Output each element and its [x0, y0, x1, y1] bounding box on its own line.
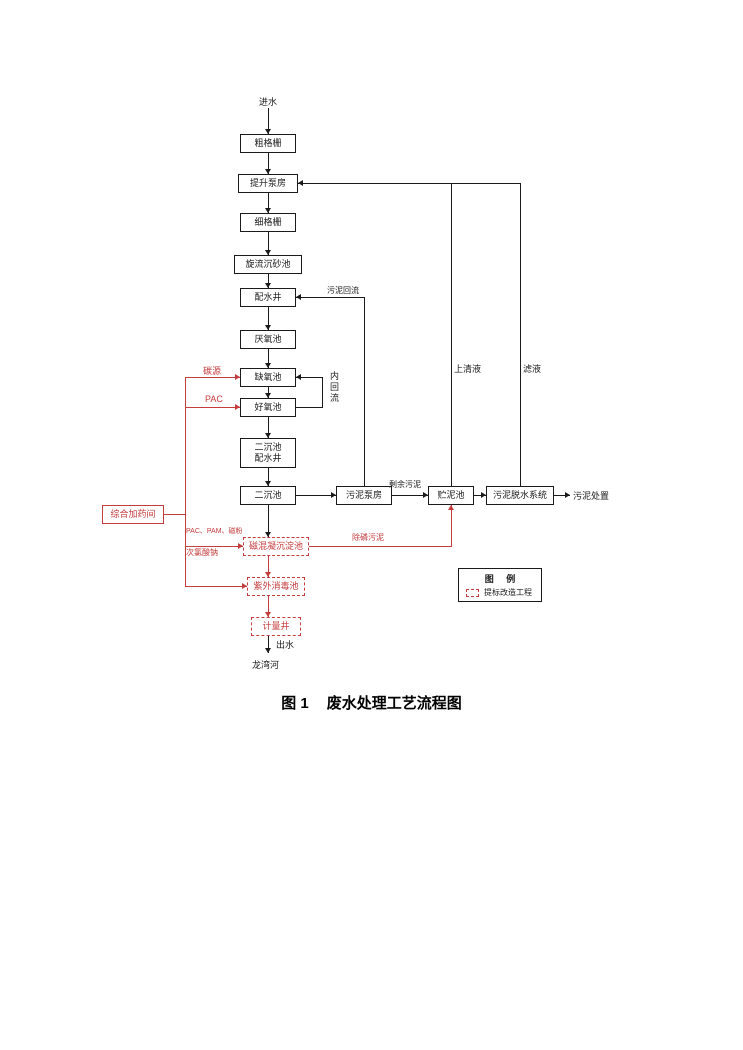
- legend-upgrade-label: 提标改造工程: [484, 588, 532, 597]
- connector-line: [268, 505, 269, 537]
- sludge-return-label: 污泥回流: [327, 286, 359, 295]
- connector-line: [164, 514, 185, 515]
- connector-line: [268, 232, 269, 255]
- node-sludge-storage-tank: 贮泥池: [428, 486, 474, 505]
- connector-line: [268, 349, 269, 368]
- arrowhead-icon: [242, 582, 247, 589]
- arrowhead-icon: [238, 542, 243, 549]
- arrowhead-icon: [235, 373, 240, 380]
- connector-line: [185, 586, 247, 587]
- connector-line: [185, 546, 243, 547]
- connector-line: [268, 193, 269, 213]
- arrowhead-icon: [264, 648, 271, 653]
- node-sludge-pump-station: 污泥泵房: [336, 486, 392, 505]
- arrowhead-icon: [235, 403, 240, 410]
- connector-line: [268, 556, 269, 577]
- connector-line: [268, 153, 269, 174]
- connector-line: [268, 636, 269, 653]
- connector-line: [451, 183, 452, 486]
- node-secondary-clarifier-dist-well: 二沉池 配水井: [240, 438, 296, 468]
- connector-line: [268, 387, 269, 398]
- connector-line: [296, 377, 322, 378]
- connector-line: [268, 108, 269, 134]
- node-anaerobic-tank: 厌氧池: [240, 330, 296, 349]
- node-lift-pump-station: 提升泵房: [238, 174, 298, 193]
- connector-line: [185, 377, 186, 587]
- arrowhead-icon: [296, 293, 301, 300]
- figure-caption-title: 废水处理工艺流程图: [326, 695, 462, 712]
- node-magnetic-coagulation-tank: 磁混凝沉淀池: [243, 537, 309, 556]
- arrowhead-icon: [331, 491, 336, 498]
- connector-line: [554, 495, 570, 496]
- figure-caption-number: 图 1: [281, 695, 309, 712]
- arrowhead-icon: [298, 179, 303, 186]
- effluent-label: 出水: [276, 640, 295, 650]
- connector-line: [268, 307, 269, 330]
- arrowhead-icon: [423, 491, 428, 498]
- node-vortex-grit-chamber: 旋流沉砂池: [234, 255, 302, 274]
- node-coarse-screen: 粗格栅: [240, 134, 296, 153]
- connector-line: [364, 297, 365, 486]
- sludge-disposal-label: 污泥处置: [573, 491, 610, 501]
- arrowhead-icon: [264, 481, 271, 486]
- arrowhead-icon: [264, 612, 271, 617]
- arrowhead-icon: [264, 393, 271, 398]
- arrowhead-icon: [264, 283, 271, 288]
- node-secondary-clarifier: 二沉池: [240, 486, 296, 505]
- pac-pam-magnetic-powder-label: PAC、PAM、磁粉: [186, 528, 243, 535]
- legend-box: 图 例 提标改造工程: [458, 568, 542, 602]
- node-dosing-room: 综合加药间: [102, 505, 164, 524]
- phosphorus-sludge-label: 除磷污泥: [352, 533, 384, 542]
- internal-recycle-label: 内回流: [329, 371, 339, 403]
- figure-caption: 图 1 废水处理工艺流程图: [0, 692, 743, 713]
- arrowhead-icon: [264, 532, 271, 537]
- logo-header: 中国节能 CECEP Z 中节能国祯: [505, 34, 725, 76]
- filtrate-label: 滤液: [523, 364, 542, 374]
- arrowhead-icon: [296, 373, 301, 380]
- connector-line: [451, 505, 452, 546]
- arrowhead-icon: [264, 325, 271, 330]
- node-metering-well: 计量井: [251, 617, 301, 636]
- connector-line: [322, 377, 323, 408]
- arrowhead-icon: [264, 208, 271, 213]
- arrowhead-icon: [264, 572, 271, 577]
- node-uv-disinfection-tank: 紫外消毒池: [247, 577, 305, 596]
- node-distribution-well: 配水井: [240, 288, 296, 307]
- connector-line: [474, 495, 486, 496]
- connector-line: [296, 297, 364, 298]
- sodium-hypochlorite-label: 次氯酸钠: [186, 548, 218, 557]
- arrowhead-icon: [264, 250, 271, 255]
- arrowhead-icon: [264, 433, 271, 438]
- connector-line: [268, 596, 269, 617]
- excess-sludge-label: 剩余污泥: [389, 480, 421, 489]
- node-fine-screen: 细格栅: [240, 213, 296, 232]
- legend-upgrade-swatch: [466, 589, 479, 597]
- arrowhead-icon: [565, 491, 570, 498]
- connector-line: [268, 274, 269, 288]
- connector-line: [309, 546, 452, 547]
- node-aerobic-tank: 好氧池: [240, 398, 296, 417]
- pac-label: PAC: [205, 394, 223, 404]
- connector-line: [185, 407, 240, 408]
- arrowhead-icon: [447, 505, 454, 510]
- arrowhead-icon: [481, 491, 486, 498]
- connector-line: [520, 183, 521, 486]
- connector-line: [185, 377, 240, 378]
- node-anoxic-tank: 缺氧池: [240, 368, 296, 387]
- connector-line: [268, 468, 269, 486]
- arrowhead-icon: [264, 129, 271, 134]
- connector-line: [296, 495, 336, 496]
- supernatant-label: 上清液: [454, 364, 482, 374]
- legend-title: 图 例: [484, 574, 521, 584]
- connector-line: [296, 407, 322, 408]
- arrowhead-icon: [264, 363, 271, 368]
- connector-line: [268, 417, 269, 438]
- connector-line: [392, 495, 428, 496]
- arrowhead-icon: [264, 169, 271, 174]
- connector-line: [298, 183, 520, 184]
- node-sludge-dewatering-system: 污泥脱水系统: [486, 486, 554, 505]
- carbon-source-label: 碳源: [203, 366, 222, 376]
- influent-label: 进水: [259, 97, 278, 107]
- river-label: 龙湾河: [252, 660, 280, 670]
